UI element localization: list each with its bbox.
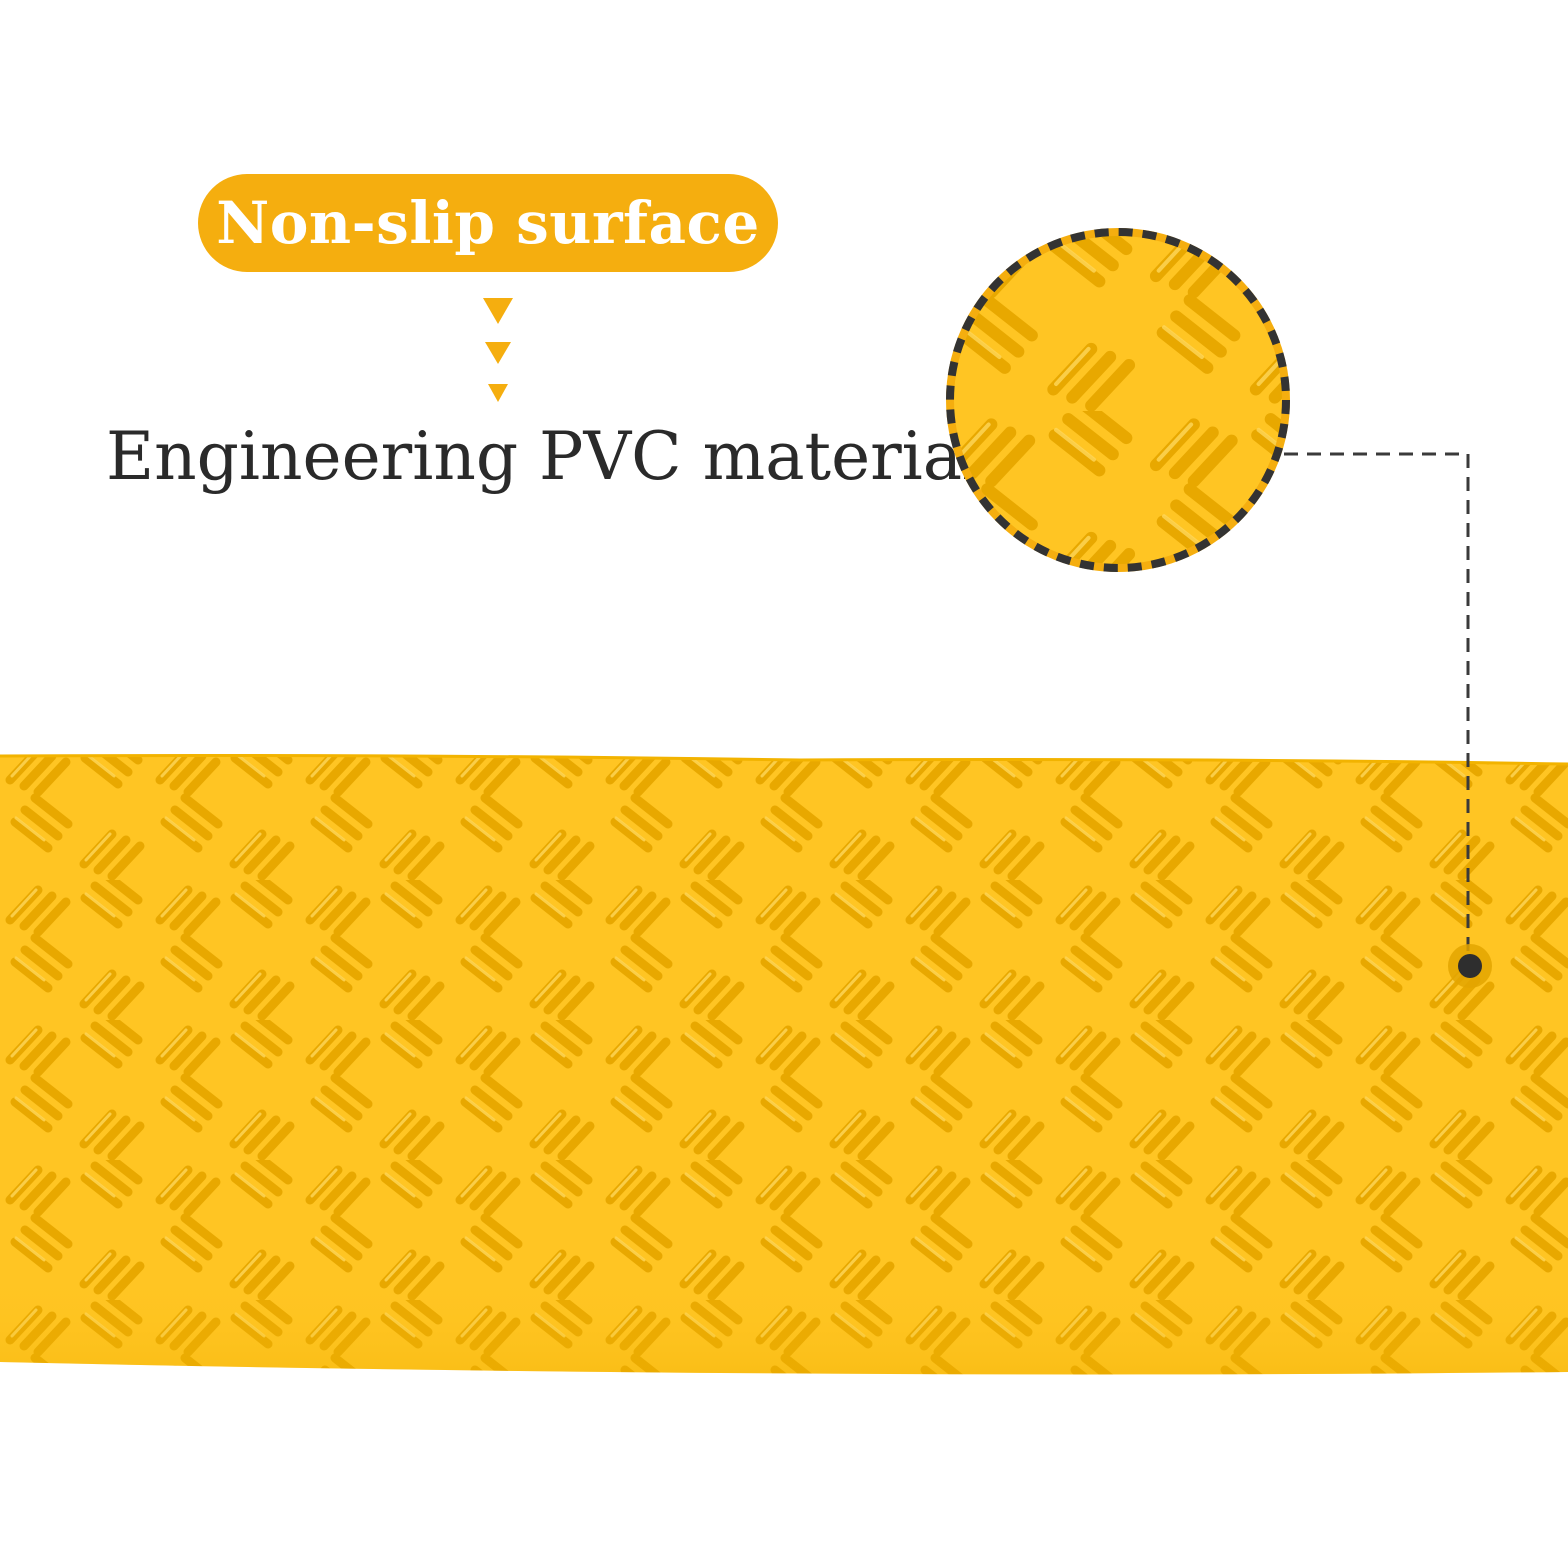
headline-text: Engineering PVC material (106, 418, 984, 495)
product-photo-speed-bump (0, 754, 1568, 1375)
badge-label: Non-slip surface (216, 189, 760, 257)
non-slip-surface-badge: Non-slip surface (198, 174, 778, 272)
zoom-detail-circle (946, 228, 1290, 572)
triple-down-arrow-icon (483, 298, 513, 402)
